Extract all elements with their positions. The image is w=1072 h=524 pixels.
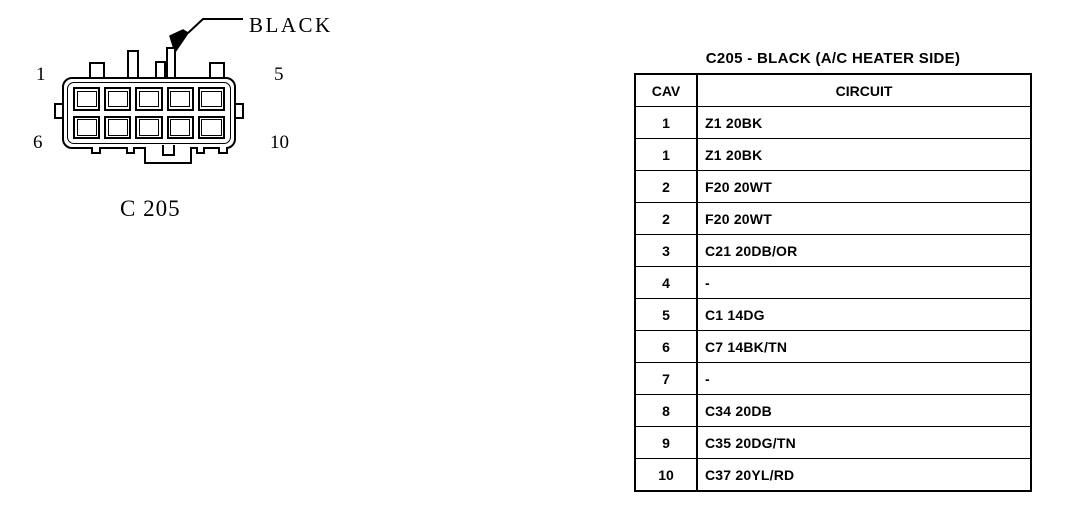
cell-circuit: C35 20DG/TN [696, 426, 1032, 459]
pinout-table-panel: C205 - BLACK (A/C HEATER SIDE) CAV CIRCU… [634, 50, 1032, 492]
cell-circuit: F20 20WT [696, 202, 1032, 235]
cell-circuit: C37 20YL/RD [696, 458, 1032, 492]
connector-top-tab-1 [89, 62, 105, 79]
cell-circuit: C21 20DB/OR [696, 234, 1032, 267]
connector-top-tab-4 [209, 62, 225, 79]
connector-bottom-tab-4 [218, 147, 228, 154]
table-row: 7- [634, 362, 1032, 395]
connector-bottom-tab-1 [91, 147, 101, 154]
black-callout-label: BLACK [249, 13, 333, 37]
cavity-5 [197, 87, 225, 111]
pin-number-1: 1 [36, 64, 46, 85]
cavity-10 [197, 115, 225, 139]
cavity-3 [135, 87, 163, 111]
connector-side-ear-left [54, 103, 63, 119]
cell-cav: 8 [634, 394, 698, 427]
cavity-grid [73, 87, 225, 139]
cell-cav: 2 [634, 170, 698, 203]
table-header-row: CAV CIRCUIT [634, 73, 1032, 107]
cavity-6 [73, 115, 101, 139]
cell-circuit: F20 20WT [696, 170, 1032, 203]
connector-bottom-tab-2 [126, 147, 135, 154]
cell-circuit: - [696, 362, 1032, 395]
connector-diagram-panel: BLACK 1 5 6 10 C 205 [0, 0, 340, 250]
cell-circuit: C34 20DB [696, 394, 1032, 427]
pin-number-5: 5 [274, 64, 284, 85]
connector-caption: C 205 [120, 196, 181, 221]
connector-side-ear-right [235, 103, 244, 119]
connector-top-tab-2 [127, 50, 139, 79]
cavity-4 [166, 87, 194, 111]
cell-cav: 9 [634, 426, 698, 459]
cavity-2 [104, 87, 132, 111]
cell-cav: 5 [634, 298, 698, 331]
cell-circuit: - [696, 266, 1032, 299]
cell-cav: 1 [634, 138, 698, 171]
cell-cav: 4 [634, 266, 698, 299]
pinout-table-title: C205 - BLACK (A/C HEATER SIDE) [705, 50, 961, 67]
cell-cav: 1 [634, 106, 698, 139]
cell-circuit: Z1 20BK [696, 138, 1032, 171]
cell-cav: 7 [634, 362, 698, 395]
cavity-8 [135, 115, 163, 139]
connector-body [62, 77, 236, 149]
table-row: 4- [634, 266, 1032, 299]
column-header-circuit: CIRCUIT [696, 73, 1032, 107]
column-header-cav: CAV [634, 73, 698, 107]
connector-top-tab-3 [155, 61, 166, 79]
cell-cav: 10 [634, 458, 698, 492]
connector-bottom-bracket [144, 145, 192, 164]
cavity-7 [104, 115, 132, 139]
cell-cav: 2 [634, 202, 698, 235]
pin-number-10: 10 [270, 132, 289, 153]
connector-bottom-tab-3 [196, 147, 205, 154]
cell-circuit: C7 14BK/TN [696, 330, 1032, 363]
cell-circuit: Z1 20BK [696, 106, 1032, 139]
connector-body-inner-outline [67, 82, 231, 144]
cell-circuit: C1 14DG [696, 298, 1032, 331]
cavity-1 [73, 87, 101, 111]
cell-cav: 3 [634, 234, 698, 267]
cavity-9 [166, 115, 194, 139]
connector-bottom-bracket-notch [162, 145, 175, 156]
cell-cav: 6 [634, 330, 698, 363]
pin-number-6: 6 [33, 132, 43, 153]
connector-top-latch [166, 47, 176, 79]
